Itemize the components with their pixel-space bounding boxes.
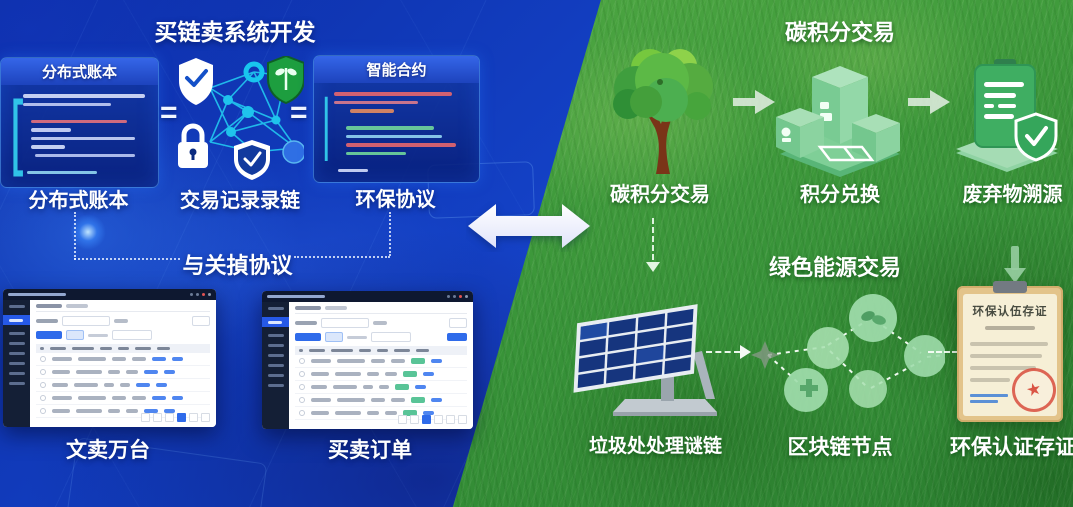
contract-code-block: | [314, 83, 479, 183]
contract-panel-header: 智能合约 [314, 56, 479, 83]
right-arrow-icon [740, 345, 751, 359]
clipboard-clip [993, 281, 1027, 293]
equals-sign: = [160, 96, 178, 129]
blockchain-nodes-icon [751, 294, 945, 412]
ledger-panel-header: 分布式账本 [1, 58, 158, 85]
left-main-title: 买链卖系统开发 [154, 19, 316, 45]
flow-arrow-icon [908, 90, 950, 114]
points-caption: 积分兑换 [800, 184, 880, 206]
solar-panel-icon [573, 304, 717, 416]
spark-icon [751, 341, 779, 369]
carbon-trade-title: 碳积分交易 [784, 20, 895, 45]
down-dashed-line [652, 218, 654, 260]
protocol-title: 与关揁协议 [182, 253, 293, 278]
eco-shield-icon [267, 56, 304, 105]
double-arrow-icon [468, 204, 590, 248]
distributed-ledger-panel: 分布式账本 [ [0, 57, 159, 188]
signature-line [970, 400, 998, 403]
admin-dashboard-screenshot-1 [3, 289, 216, 427]
connector-line [389, 212, 391, 256]
smart-contract-panel: 智能合约 | [313, 55, 480, 183]
waste-caption: 废弃物溯源 [962, 184, 1063, 206]
solar-caption: 垃圾处处理谜链 [588, 436, 722, 457]
connector-line [294, 256, 390, 258]
connector-line [74, 212, 76, 260]
buildings-icon [776, 66, 900, 177]
nodes-caption: 区块链节点 [787, 436, 893, 459]
connector-line [74, 258, 180, 260]
admin-dashboard-screenshot-2 [262, 291, 473, 429]
network-chain-icon [178, 56, 304, 180]
down-arrow-icon [1004, 246, 1026, 286]
cert-caption: 环保认证存证 [950, 436, 1073, 459]
ledger-caption: 分布式账本 [28, 190, 129, 212]
text-line [970, 366, 1036, 370]
text-line [970, 354, 1042, 358]
dashed-connector [706, 351, 740, 353]
shield-check-icon [179, 58, 213, 105]
certificate-doc-title: 环保认伍存证 [972, 306, 1048, 318]
code-bracket-icon: | [316, 87, 337, 164]
signature-line [970, 394, 1008, 397]
network-caption: 交易记录录链 [180, 190, 300, 212]
flow-arrow-icon [733, 90, 775, 114]
glow-dot [70, 214, 106, 250]
tree-icon [613, 49, 713, 174]
dashed-connector [928, 351, 958, 353]
text-line [985, 326, 1035, 330]
lock-icon [178, 123, 208, 168]
orders-caption: 买卖订单 [328, 439, 412, 462]
clipboard-shield-icon [956, 59, 1058, 172]
tree-caption: 碳积分交易 [610, 184, 710, 206]
green-energy-title: 绿色能源交易 [768, 255, 901, 280]
contract-caption: 环保协议 [355, 189, 436, 211]
shield-badge-icon [234, 140, 270, 180]
equals-sign: = [290, 96, 308, 129]
platform-caption: 文卖万台 [66, 439, 150, 462]
text-line [970, 378, 1010, 382]
certificate-icon: 环保认伍存证 ★ [957, 281, 1063, 422]
down-arrow-icon [646, 262, 660, 272]
text-line [970, 342, 1048, 346]
ledger-code-block: [ [1, 85, 158, 185]
